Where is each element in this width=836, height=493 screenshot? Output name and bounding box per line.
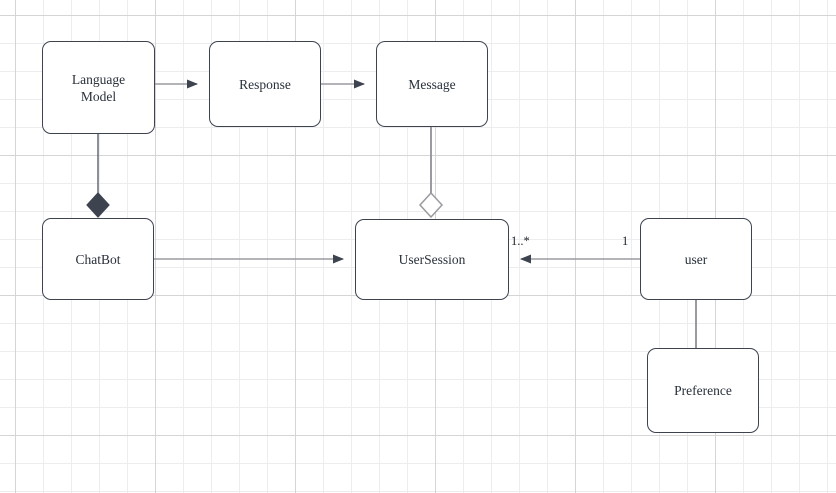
hollow-diamond-icon	[418, 191, 444, 219]
node-message[interactable]: Message	[376, 41, 488, 127]
node-language-model-label: Language Model	[71, 71, 126, 104]
filled-diamond-icon	[86, 192, 110, 218]
node-user-label: user	[684, 251, 708, 267]
node-response[interactable]: Response	[209, 41, 321, 127]
node-usersession-label: UserSession	[398, 252, 466, 267]
multiplicity-user: 1	[622, 234, 629, 248]
node-chatbot-label: ChatBot	[75, 251, 121, 267]
node-user[interactable]: user	[640, 218, 752, 300]
multiplicity-usersession: 1..*	[511, 234, 530, 248]
edge-message-to-usersession[interactable]	[418, 127, 444, 219]
edge-language-model-to-chatbot[interactable]	[86, 134, 110, 218]
node-language-model[interactable]: Language Model	[42, 41, 155, 134]
node-preference[interactable]: Preference	[647, 348, 759, 433]
node-message-label: Message	[408, 76, 456, 92]
node-chatbot[interactable]: ChatBot	[42, 218, 154, 300]
node-usersession[interactable]: UserSession	[355, 219, 509, 300]
node-response-label: Response	[239, 76, 291, 92]
node-preference-label: Preference	[674, 383, 732, 398]
